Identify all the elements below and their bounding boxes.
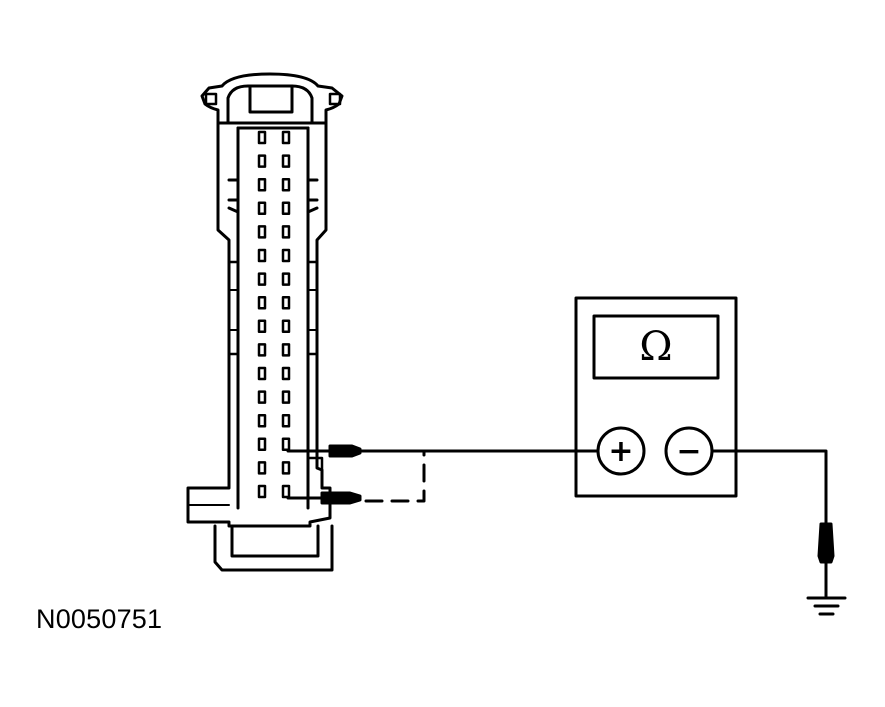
connector-pin	[257, 154, 267, 168]
connector-pin	[257, 413, 267, 428]
connector-pin	[281, 295, 291, 310]
ohm-symbol: Ω	[639, 324, 672, 370]
connector-pin	[281, 461, 291, 475]
electrical-connector	[186, 72, 344, 572]
connector-pin	[281, 343, 291, 357]
connector-pin	[257, 437, 267, 452]
connector-pin	[257, 343, 267, 357]
connector-pin	[257, 484, 267, 499]
connector-pin	[257, 177, 267, 192]
connector-pin	[281, 413, 291, 428]
connector-pin	[257, 366, 267, 381]
plus-icon: +	[608, 434, 633, 469]
connector-pin	[257, 248, 267, 263]
connector-pin	[257, 225, 267, 239]
connector-pin	[281, 248, 291, 263]
connector-pin	[281, 319, 291, 334]
connector-pin	[281, 272, 291, 286]
connector-pin	[281, 130, 291, 145]
connector-pin	[281, 366, 291, 381]
ground-icon	[806, 596, 847, 616]
connector-pin	[281, 437, 291, 452]
connector-pin	[257, 461, 267, 475]
connector-pin	[257, 130, 267, 145]
minus-icon: −	[676, 434, 701, 469]
connector-pin	[257, 272, 267, 286]
connector-pin	[281, 177, 291, 192]
positive-terminal	[596, 426, 646, 476]
connector-pin	[281, 484, 291, 499]
connector-pin	[257, 390, 267, 404]
connector-pin	[281, 201, 291, 216]
connector-pin	[257, 295, 267, 310]
multimeter-body	[574, 296, 738, 498]
connector-pin	[281, 225, 291, 239]
connector-pin-array	[257, 130, 291, 499]
connector-pin	[257, 201, 267, 216]
figure-id-label: N0050751	[36, 604, 163, 634]
connector-pin	[281, 154, 291, 168]
ground-lead	[710, 449, 835, 598]
connector-pin	[281, 390, 291, 404]
meter-display	[592, 314, 720, 380]
connector-pin	[257, 319, 267, 334]
test-leads	[286, 444, 600, 505]
